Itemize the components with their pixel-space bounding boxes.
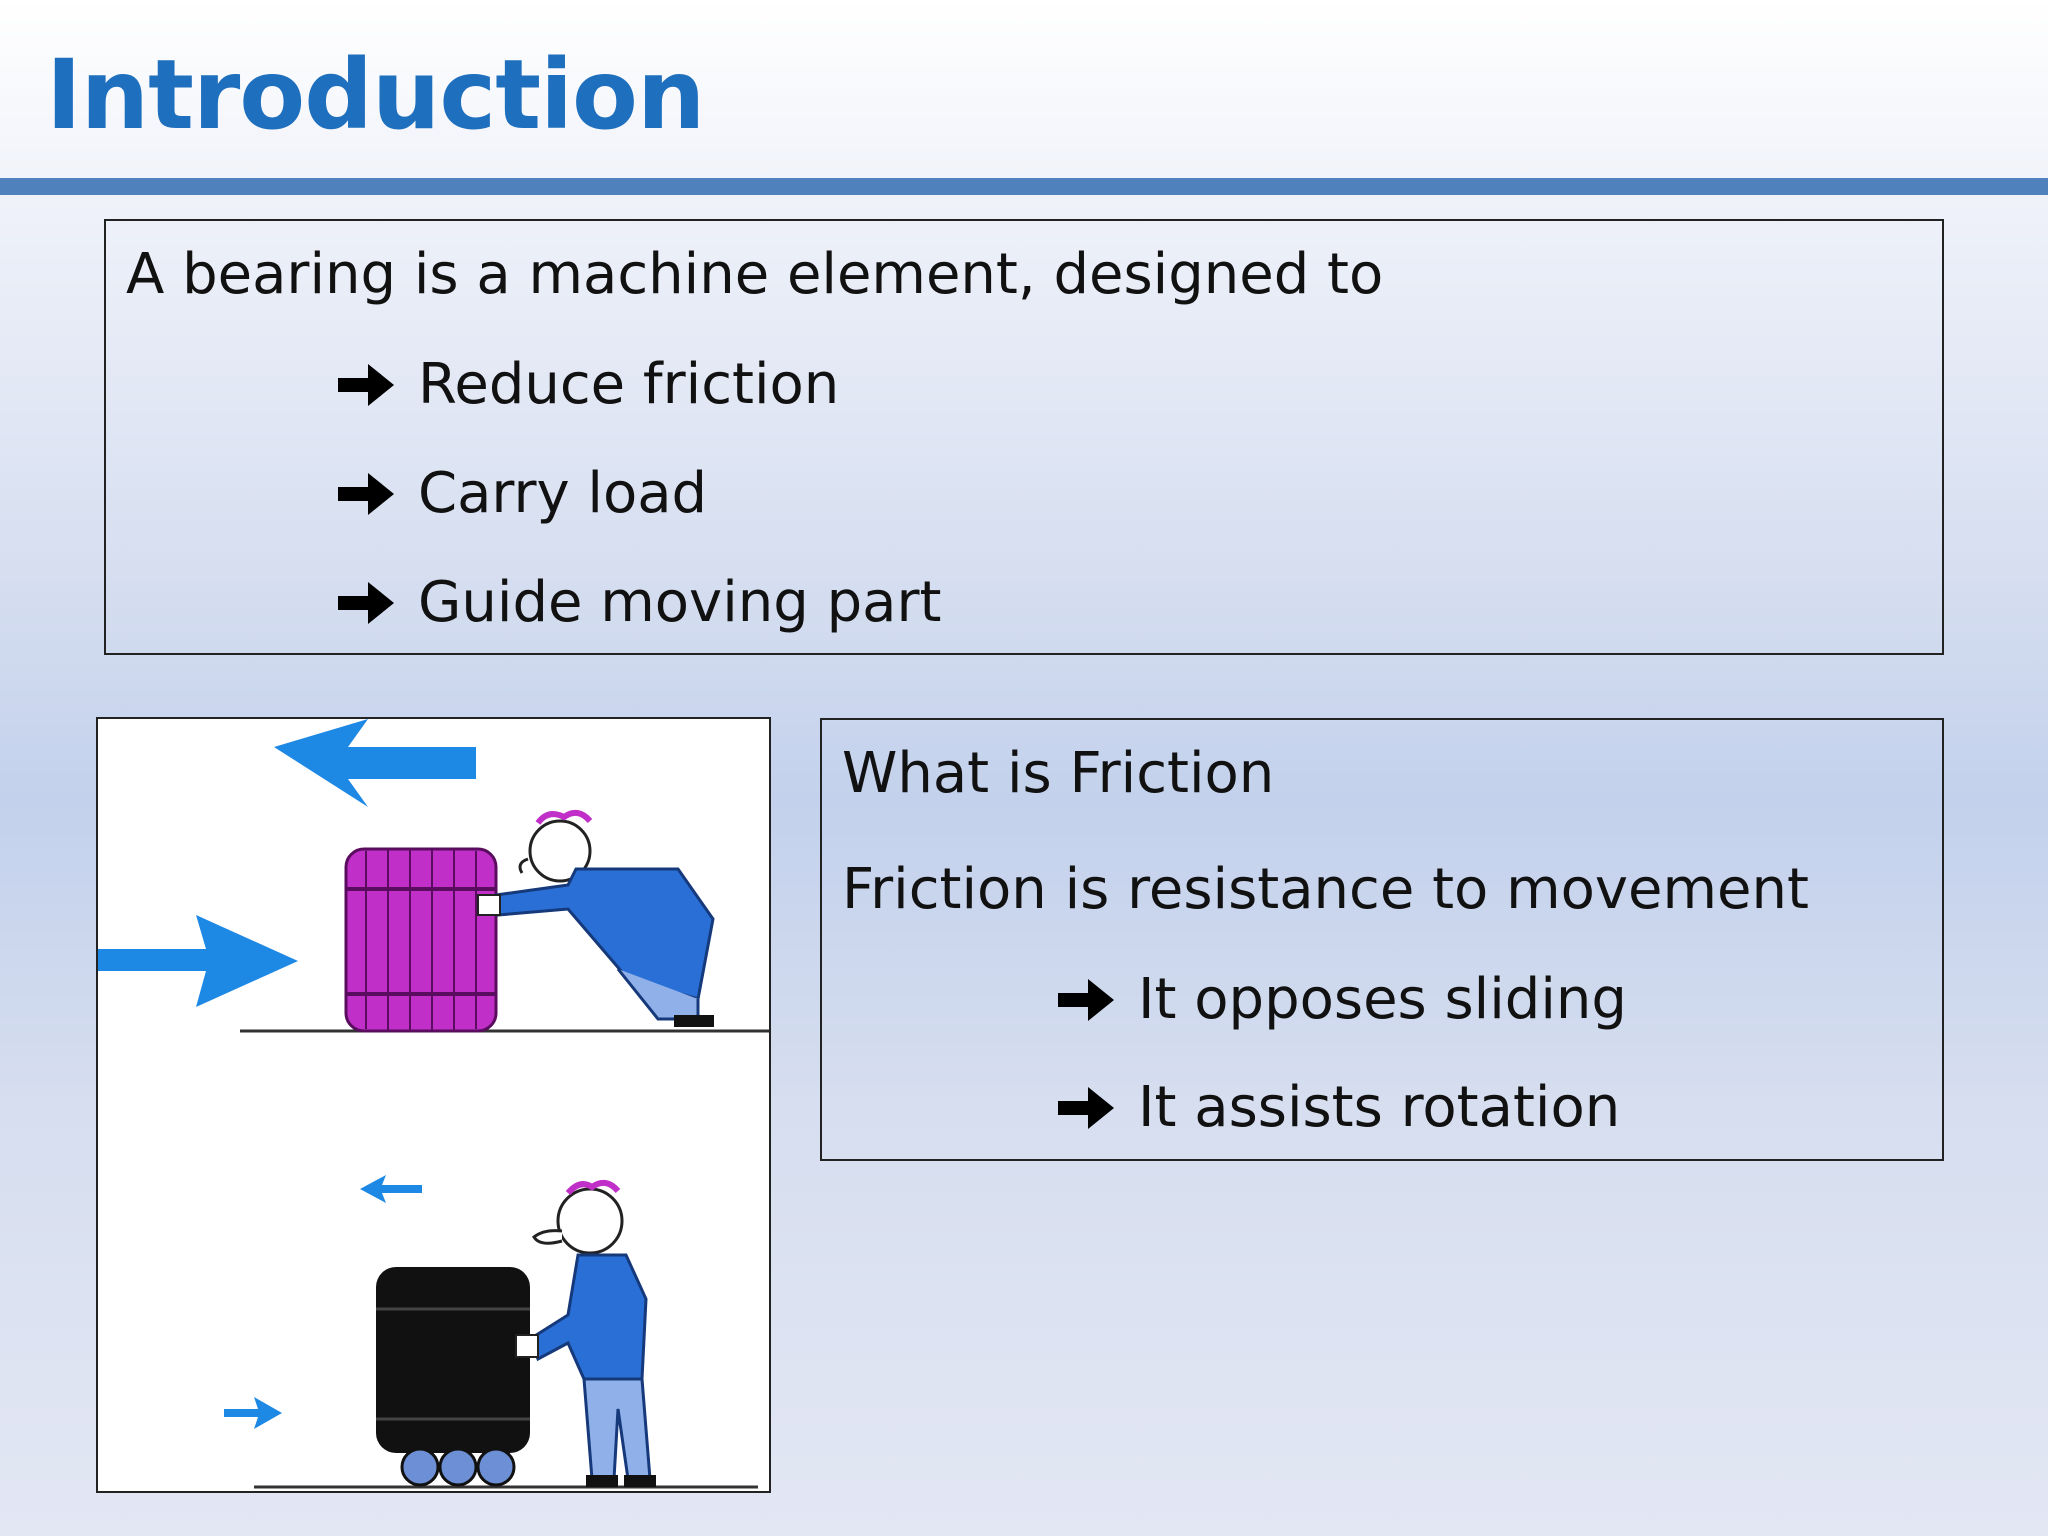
title-underline [0,178,2048,195]
man-pushing-icon [477,809,715,1027]
slide-title: Introduction [46,39,705,151]
man-walking-icon [515,1179,656,1487]
friction-heading: What is Friction [842,741,1275,806]
barrel-magenta-icon [344,847,498,1033]
left-arrow-small-icon [360,1175,422,1203]
barrel-black-icon [376,1267,530,1453]
friction-point-label: It opposes sliding [1138,967,1627,1032]
friction-point-label: It assists rotation [1138,1075,1621,1140]
bearing-definition-box: A bearing is a machine element, designed… [104,219,1944,655]
friction-point: It opposes sliding [1054,964,1627,1036]
right-arrow-icon [334,360,398,410]
definition-point-label: Carry load [418,461,708,526]
right-arrow-icon [98,915,298,1007]
friction-explanation-box: What is Friction Friction is resistance … [820,718,1944,1161]
roller-wheels-icon [400,1447,516,1487]
right-arrow-icon [334,578,398,628]
definition-point: Carry load [334,458,707,530]
right-arrow-icon [1054,1083,1118,1133]
definition-point: Guide moving part [334,567,941,639]
friction-cartoon-illustration [96,717,771,1493]
friction-point: It assists rotation [1054,1072,1620,1144]
definition-point: Reduce friction [334,349,839,421]
right-arrow-icon [334,469,398,519]
friction-statement: Friction is resistance to movement [842,857,1809,922]
definition-point-label: Reduce friction [418,352,840,417]
left-arrow-icon [274,719,476,807]
definition-lead: A bearing is a machine element, designed… [126,242,1384,307]
right-arrow-small-icon [224,1397,282,1429]
definition-point-label: Guide moving part [418,570,942,635]
right-arrow-icon [1054,975,1118,1025]
